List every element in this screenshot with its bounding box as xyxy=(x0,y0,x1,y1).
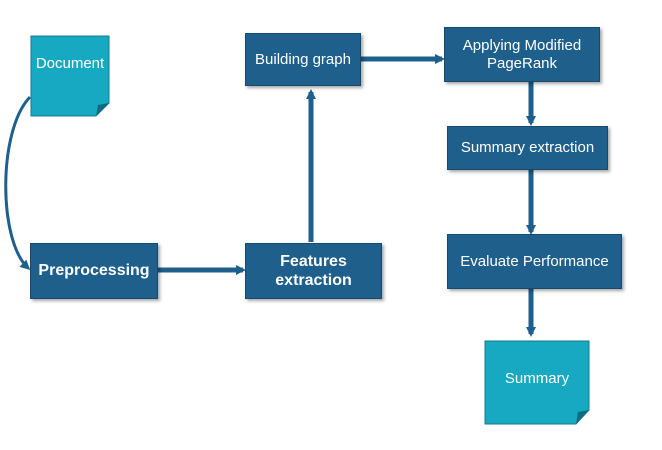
document-shape xyxy=(484,340,590,425)
node-document: Document xyxy=(30,35,110,117)
node-applying-pagerank: Applying Modified PageRank xyxy=(444,27,600,82)
node-preprocessing-label: Preprocessing xyxy=(38,262,150,280)
node-features-extraction-label: Features extraction xyxy=(275,252,352,289)
node-document-label: Document xyxy=(35,55,105,72)
node-preprocessing: Preprocessing xyxy=(30,243,158,299)
node-features-extraction: Features extraction xyxy=(245,243,382,299)
node-applying-pagerank-label: Applying Modified PageRank xyxy=(462,36,582,72)
node-evaluate-performance-label: Evaluate Performance xyxy=(460,252,609,270)
node-building-graph: Building graph xyxy=(245,33,361,86)
node-summary-extraction-label: Summary extraction xyxy=(460,139,595,156)
node-summary-extraction: Summary extraction xyxy=(447,126,608,170)
node-summary-label: Summary xyxy=(504,369,570,387)
document-shape xyxy=(30,35,110,117)
node-summary: Summary xyxy=(484,340,590,425)
node-building-graph-label: Building graph xyxy=(255,50,351,68)
node-evaluate-performance: Evaluate Performance xyxy=(447,234,622,289)
arrow-document-to-preprocessing xyxy=(4,95,32,271)
